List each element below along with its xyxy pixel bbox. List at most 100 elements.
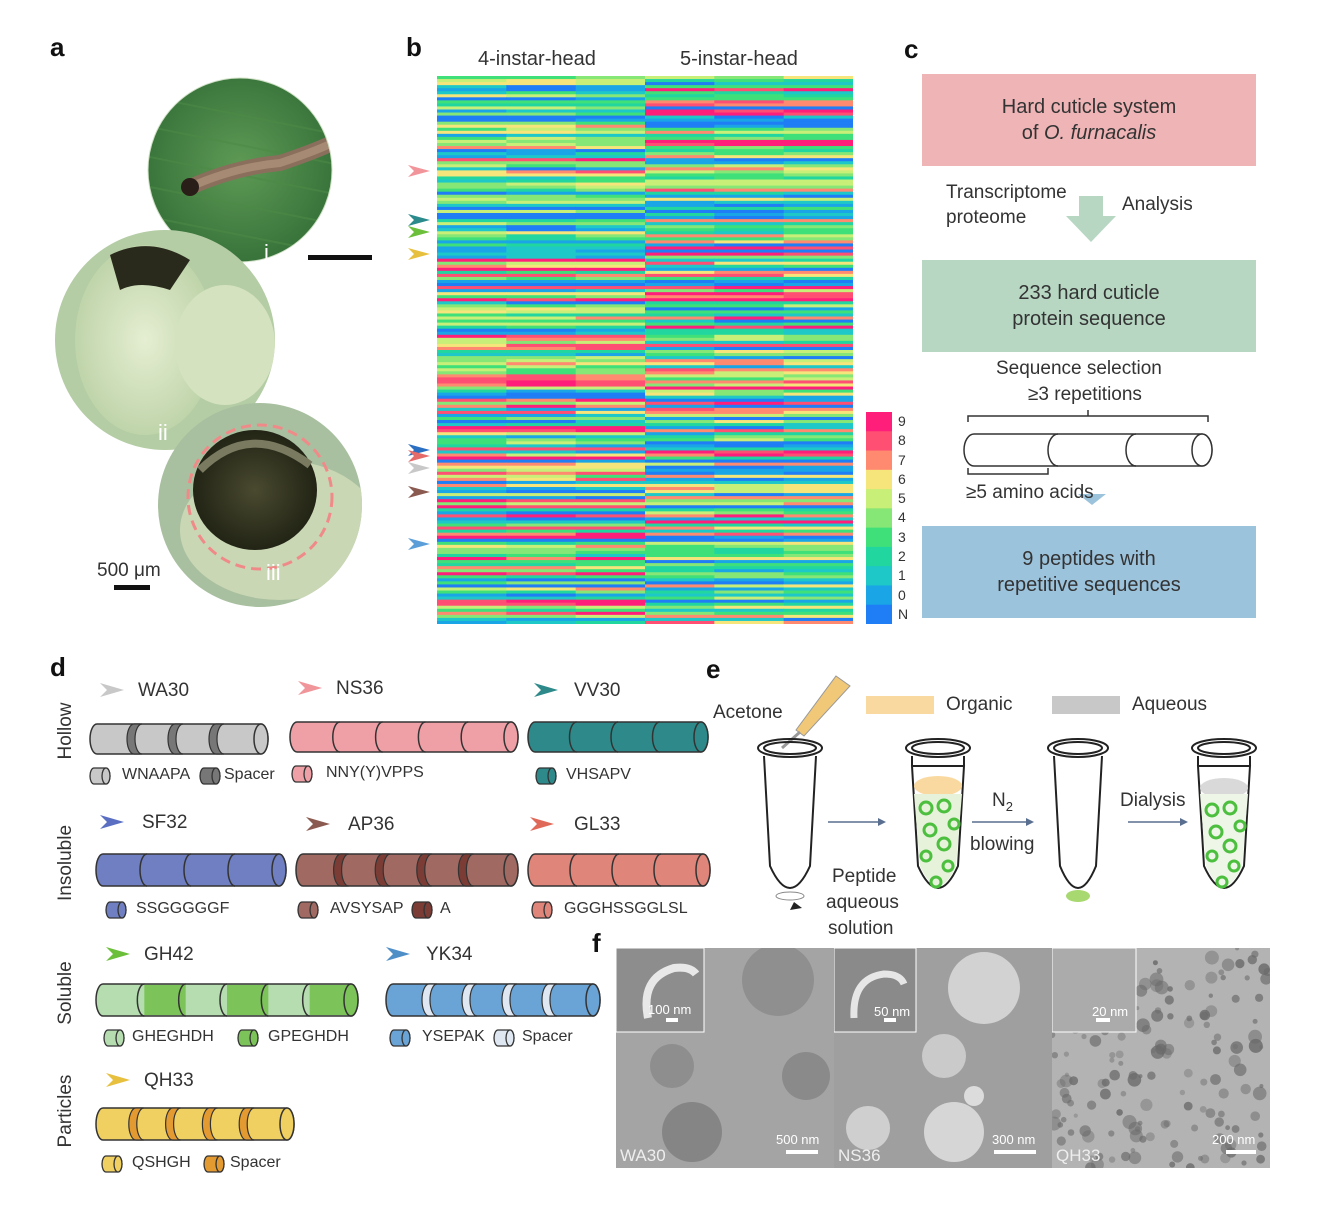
heatmap-cell: [714, 283, 785, 287]
heatmap-cell: [575, 286, 646, 290]
heatmap-cell: [506, 118, 577, 123]
heatmap-cell: [575, 423, 646, 427]
heatmap-cell: [783, 502, 853, 506]
heatmap-cell: [437, 374, 507, 378]
heatmap-cell: [714, 276, 785, 281]
heatmap-cell: [506, 477, 577, 482]
heatmap-cell: [783, 456, 853, 461]
heatmap-cell: [506, 94, 577, 98]
heatmap-cell: [437, 139, 507, 144]
heatmap-cell: [645, 142, 715, 147]
heatmap-cell: [645, 438, 715, 442]
heatmap-cell: [783, 161, 853, 165]
heatmap-cell: [714, 298, 785, 302]
heatmap-cell: [645, 456, 715, 461]
heatmap-cell: [714, 453, 785, 458]
heatmap-cell: [437, 185, 507, 190]
peptide-marker-icon: [100, 683, 124, 697]
heatmap-cell: [575, 429, 646, 433]
heatmap-cell: [783, 115, 853, 120]
heatmap-cell: [714, 596, 785, 601]
heatmap-cell: [714, 246, 785, 251]
heatmap-cell: [714, 557, 785, 561]
heatmap-cell: [783, 179, 853, 184]
heatmap-cell: [714, 450, 785, 455]
heatmap-cell: [714, 216, 785, 220]
heatmap-cell: [437, 237, 507, 241]
particle: [1171, 1151, 1184, 1163]
inset-scale-label: 100 nm: [648, 1002, 692, 1017]
heatmap-cell: [437, 572, 507, 576]
legend-label: Spacer: [224, 766, 275, 783]
heatmap-cell: [783, 322, 853, 327]
heatmap-cell: [714, 584, 785, 588]
heatmap-cell: [575, 371, 646, 375]
heatmap-cell: [506, 532, 577, 537]
legend-label: GHEGHDH: [132, 1028, 214, 1045]
heatmap-cell: [783, 222, 853, 226]
heatmap-cell: [714, 474, 785, 479]
heatmap-cell: [645, 377, 715, 381]
heatmap-cell: [506, 191, 577, 196]
heatmap-cell: [506, 401, 577, 406]
heatmap-cell: [645, 429, 715, 433]
heatmap-cell: [575, 203, 646, 208]
heatmap-cell: [575, 142, 646, 147]
heatmap-cell: [783, 191, 853, 196]
heatmap: [437, 76, 853, 624]
particle: [1085, 1162, 1096, 1168]
heatmap-cell: [506, 328, 577, 333]
heatmap-cell: [783, 410, 853, 415]
heatmap-cell: [714, 575, 785, 579]
heatmap-cell: [506, 164, 577, 168]
heatmap-cell: [714, 541, 785, 546]
heatmap-cell: [714, 243, 785, 247]
particle: [1109, 1052, 1116, 1059]
heatmap-cell: [506, 456, 577, 461]
heatmap-cell: [645, 249, 715, 254]
heatmap-cell: [575, 279, 646, 284]
heatmap-cell: [437, 377, 507, 381]
heatmap-cell: [714, 535, 785, 540]
heatmap-cell: [506, 377, 577, 381]
heatmap-cell: [437, 471, 507, 476]
particle: [1210, 1074, 1221, 1085]
heatmap-cell: [783, 313, 853, 318]
heatmap-cell: [645, 535, 715, 540]
legend-label: A: [440, 900, 451, 917]
heatmap-cell: [783, 362, 853, 366]
particle: [1127, 1073, 1142, 1087]
heatmap-cell: [645, 386, 715, 391]
heatmap-cell: [783, 337, 853, 342]
heatmap-cell: [575, 139, 646, 144]
heatmap-cell: [437, 380, 507, 384]
heatmap-cell: [437, 118, 507, 123]
legend-swatch: [866, 412, 892, 432]
heatmap-cell: [783, 383, 853, 388]
heatmap-cell: [437, 292, 507, 296]
tem-image-content: [1052, 948, 1270, 1168]
heatmap-cell: [783, 471, 853, 476]
heatmap-cell: [645, 76, 715, 80]
heatmap-cell: [437, 286, 507, 290]
heatmap-cell: [437, 599, 507, 604]
heatmap-cell: [437, 620, 507, 624]
heatmap-cell: [645, 115, 715, 120]
heatmap-cell: [506, 459, 577, 464]
heatmap-cell: [575, 487, 646, 491]
heatmap-cell: [714, 130, 785, 135]
heatmap-cell: [575, 109, 646, 114]
heatmap-cell: [783, 295, 853, 299]
heatmap-cell: [783, 377, 853, 381]
heatmap-cell: [714, 483, 785, 488]
particle: [1056, 1079, 1066, 1088]
heatmap-cell: [645, 392, 715, 397]
heatmap-cell: [506, 112, 577, 117]
heatmap-cell: [506, 617, 577, 622]
heatmap-cell: [645, 337, 715, 342]
heatmap-cell: [437, 502, 507, 506]
heatmap-cell: [645, 620, 715, 624]
heatmap-cell: [645, 563, 715, 567]
heatmap-cell: [575, 310, 646, 314]
selection-label: Sequence selection: [996, 358, 1162, 379]
